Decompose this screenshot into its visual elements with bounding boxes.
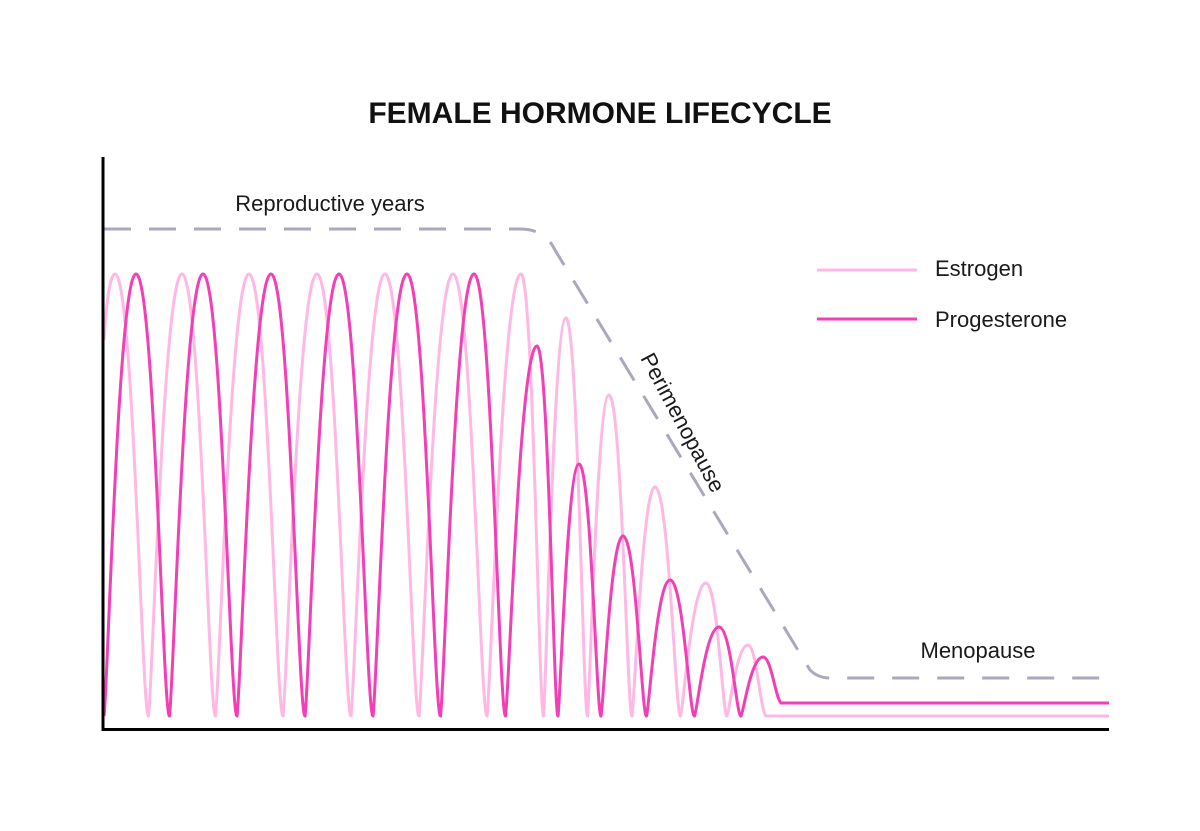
progesterone-line	[102, 272, 1109, 718]
legend-progesterone-label: Progesterone	[935, 307, 1067, 332]
chart-title: FEMALE HORMONE LIFECYCLE	[368, 97, 831, 130]
legend-estrogen-label: Estrogen	[935, 256, 1023, 281]
reproductive-years-label: Reproductive years	[235, 191, 425, 216]
envelope-dashed-line	[104, 227, 1110, 680]
perimenopause-label: Perimenopause	[636, 349, 730, 497]
menopause-label: Menopause	[921, 638, 1036, 663]
legend: Estrogen Progesterone	[817, 256, 1067, 332]
series-group	[102, 272, 1109, 718]
